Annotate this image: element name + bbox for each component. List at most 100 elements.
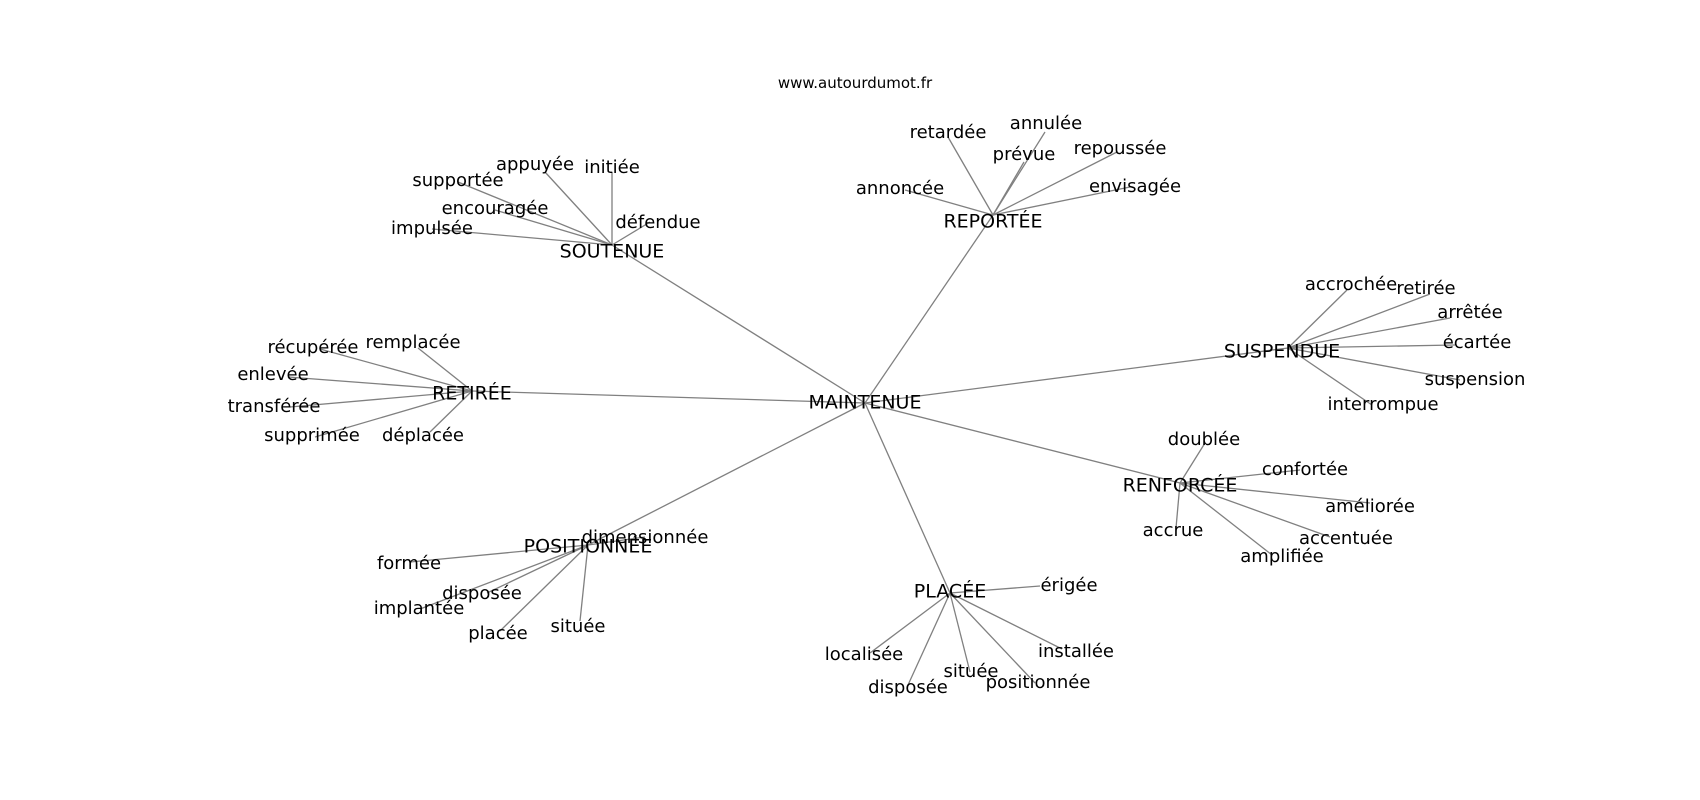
edge-soutenue-defendue bbox=[611, 221, 651, 246]
graph-edges bbox=[287, 131, 1461, 686]
edge-center-positionnee bbox=[587, 402, 866, 546]
node-leaf-suspendue-retiree-s: retirée bbox=[1396, 278, 1455, 299]
edge-suspendue-ecartee bbox=[1287, 344, 1456, 349]
graph-labels: www.autourdumot.fr MAINTENUE SOUTENUE appu… bbox=[228, 74, 1526, 698]
node-leaf-reportee-prevue: prévue bbox=[993, 144, 1056, 165]
edge-soutenue-encouragee bbox=[494, 209, 613, 246]
node-leaf-placee-erigee: érigée bbox=[1040, 575, 1097, 596]
edge-center-soutenue bbox=[611, 244, 866, 404]
node-leaf-reportee-envisagee: envisagée bbox=[1089, 176, 1181, 197]
edge-retiree-remplacee bbox=[417, 347, 473, 392]
node-leaf-renforcee-amplifiee: amplifiée bbox=[1240, 546, 1323, 567]
node-hub-positionnee: POSITIONNÉE bbox=[524, 535, 653, 558]
edge-suspendue-interrompue bbox=[1287, 347, 1373, 406]
node-leaf-placee-situee-pl: située bbox=[944, 661, 999, 682]
edge-center-placee bbox=[864, 402, 951, 594]
edge-positionnee-formee bbox=[409, 544, 589, 563]
edge-renforcee-accentuee bbox=[1179, 482, 1331, 538]
edge-placee-situee-pl bbox=[949, 592, 971, 673]
edge-positionnee-disposee-p bbox=[486, 544, 589, 594]
node-leaf-soutenue-encouragee: encouragée bbox=[442, 198, 549, 219]
edge-positionnee-situee-p bbox=[579, 544, 589, 622]
edge-reportee-prevue bbox=[992, 161, 1025, 216]
node-leaf-renforcee-confortee: confortée bbox=[1262, 459, 1348, 480]
edge-reportee-repoussee bbox=[992, 151, 1118, 216]
node-leaf-suspendue-ecartee: écartée bbox=[1443, 332, 1512, 353]
node-hub-reportee: REPORTÉE bbox=[943, 210, 1042, 233]
node-leaf-retiree-supprimee: supprimée bbox=[264, 425, 360, 446]
node-hub-placee: PLACÉE bbox=[914, 580, 986, 603]
node-leaf-positionnee-situee-p: située bbox=[551, 616, 606, 637]
edge-positionnee-placee bbox=[499, 544, 589, 632]
edge-suspendue-retiree-s bbox=[1287, 293, 1431, 349]
edge-placee-disposee-pl bbox=[907, 592, 951, 686]
edge-suspendue-suspension bbox=[1287, 347, 1461, 381]
edge-retiree-supprimee bbox=[314, 390, 473, 438]
node-leaf-placee-positionnee-pl: positionnée bbox=[986, 672, 1091, 693]
node-center: MAINTENUE bbox=[809, 392, 922, 414]
node-leaf-retiree-deplacee: déplacée bbox=[382, 425, 464, 446]
node-leaf-reportee-annulee: annulée bbox=[1010, 113, 1082, 134]
node-leaf-retiree-recuperee: récupérée bbox=[267, 337, 358, 358]
node-leaf-suspendue-suspension: suspension bbox=[1425, 369, 1526, 390]
edge-reportee-annoncee bbox=[904, 189, 994, 216]
node-hub-soutenue: SOUTENUE bbox=[560, 241, 665, 263]
node-leaf-renforcee-doublee: doublée bbox=[1168, 429, 1240, 450]
edge-renforcee-accrue bbox=[1175, 482, 1181, 529]
node-leaf-renforcee-amelioree: améliorée bbox=[1325, 496, 1415, 517]
edge-placee-localisee bbox=[869, 592, 951, 654]
node-leaf-soutenue-appuyee: appuyée bbox=[496, 154, 574, 175]
edge-positionnee-dimensionnee bbox=[587, 536, 646, 546]
node-leaf-placee-disposee-pl: disposée bbox=[868, 677, 948, 698]
edge-retiree-transferee bbox=[289, 390, 473, 408]
node-leaf-positionnee-implantee: implantée bbox=[374, 598, 465, 619]
edge-center-retiree bbox=[471, 390, 866, 404]
edge-retiree-recuperee bbox=[319, 348, 473, 392]
node-leaf-positionnee-formee: formée bbox=[377, 553, 441, 574]
node-leaf-reportee-repoussee: repoussée bbox=[1074, 138, 1167, 159]
node-leaf-placee-installee: installée bbox=[1038, 641, 1114, 662]
node-hub-retiree: RETIRÉE bbox=[432, 382, 512, 405]
node-leaf-placee-localisee: localisée bbox=[825, 644, 903, 665]
edge-positionnee-implantee bbox=[419, 544, 589, 610]
node-leaf-suspendue-arretee: arrêtée bbox=[1437, 302, 1502, 323]
node-leaf-soutenue-supportee: supportée bbox=[412, 170, 503, 191]
edge-reportee-retardee bbox=[947, 136, 994, 216]
edge-renforcee-amplifiee bbox=[1179, 482, 1273, 556]
site-url: www.autourdumot.fr bbox=[778, 74, 933, 92]
edge-soutenue-impulsee bbox=[431, 228, 613, 246]
edge-renforcee-confortee bbox=[1179, 469, 1301, 484]
node-leaf-retiree-transferee: transférée bbox=[228, 396, 321, 417]
node-hub-suspendue: SUSPENDUE bbox=[1224, 341, 1340, 363]
edge-placee-installee bbox=[949, 592, 1063, 650]
edge-retiree-deplacee bbox=[429, 390, 473, 433]
node-leaf-reportee-retardee: retardée bbox=[910, 122, 987, 143]
node-leaf-soutenue-initiee: initiée bbox=[584, 157, 640, 178]
edge-reportee-envisagee bbox=[992, 186, 1131, 216]
edge-center-reportee bbox=[864, 214, 994, 404]
edge-soutenue-supportee bbox=[457, 181, 613, 246]
node-leaf-retiree-remplacee: remplacée bbox=[365, 332, 460, 353]
edge-soutenue-appuyee bbox=[544, 171, 613, 246]
node-leaf-positionnee-placee: placée bbox=[468, 623, 528, 644]
edge-placee-erigee bbox=[949, 585, 1041, 594]
edge-renforcee-doublee bbox=[1179, 442, 1206, 484]
node-leaf-positionnee-disposee-p: disposée bbox=[442, 583, 522, 604]
node-hub-renforcee: RENFORCÉE bbox=[1123, 474, 1238, 497]
edge-renforcee-amelioree bbox=[1179, 482, 1371, 504]
node-leaf-reportee-annoncee: annoncée bbox=[856, 178, 944, 199]
edge-center-suspendue bbox=[864, 347, 1289, 404]
node-leaf-retiree-enlevee: enlevée bbox=[237, 364, 308, 385]
edge-suspendue-arretee bbox=[1287, 317, 1451, 349]
node-leaf-soutenue-impulsee: impulsée bbox=[391, 218, 473, 239]
node-leaf-renforcee-accentuee: accentuée bbox=[1299, 528, 1393, 549]
edge-placee-positionnee-pl bbox=[949, 592, 1036, 684]
node-leaf-suspendue-accrochee: accrochée bbox=[1305, 274, 1397, 295]
node-leaf-soutenue-defendue: défendue bbox=[615, 212, 700, 233]
node-leaf-positionnee-dimensionnee: dimensionnée bbox=[582, 527, 709, 548]
edge-retiree-enlevee bbox=[287, 376, 473, 392]
edge-center-renforcee bbox=[864, 402, 1181, 484]
edge-suspendue-accrochee bbox=[1287, 289, 1348, 349]
node-leaf-suspendue-interrompue: interrompue bbox=[1327, 394, 1438, 415]
